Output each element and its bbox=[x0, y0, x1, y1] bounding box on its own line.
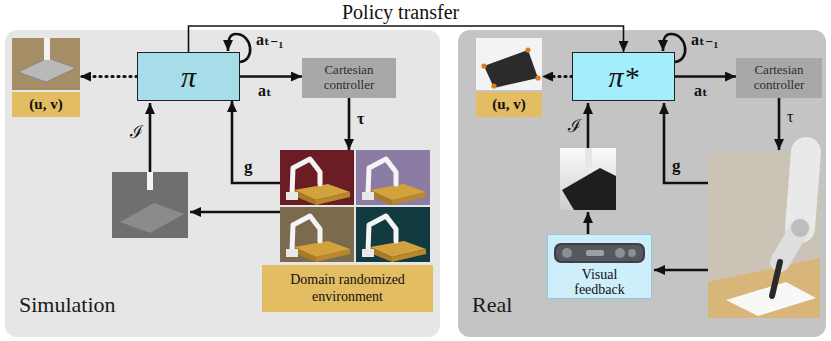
policy-box: π bbox=[137, 52, 240, 101]
label-holder: aₜ₋₁ bbox=[691, 31, 718, 49]
edge-label-holder: Policy transfer bbox=[338, 1, 463, 24]
robot-photo bbox=[708, 152, 820, 318]
label-holder: τ bbox=[787, 108, 793, 126]
uv-label: (u, v) bbox=[29, 96, 62, 113]
edge-label: aₜ bbox=[258, 82, 272, 99]
signal-label: ℐ bbox=[568, 116, 581, 136]
environment-box: Domain randomized environment bbox=[262, 148, 433, 312]
edge-label: aₜ bbox=[694, 82, 708, 99]
connector-arrow bbox=[240, 75, 302, 78]
environment-strip: Domain randomized environment bbox=[262, 265, 433, 312]
controller-box: Cartesian controller bbox=[736, 58, 822, 98]
camera-icon bbox=[552, 239, 647, 267]
panel-title: Real bbox=[472, 292, 512, 317]
visual-feedback-box: Visual feedback bbox=[547, 234, 652, 299]
policy-box: π* bbox=[572, 52, 675, 101]
edge-label: g bbox=[244, 157, 253, 176]
edge-label: τ bbox=[357, 110, 364, 127]
panel-label-holder: Real bbox=[472, 292, 512, 318]
policy-symbol: π bbox=[181, 62, 196, 92]
sim-uv-thumbnail bbox=[12, 38, 80, 90]
real-uv-thumbnail bbox=[476, 38, 542, 90]
label-holder: aₜ₋₁ bbox=[256, 31, 283, 49]
label-holder: ℐ bbox=[130, 122, 143, 143]
connector-arrow bbox=[348, 98, 351, 150]
environment-label: Domain randomized environment bbox=[270, 272, 425, 306]
real-camera-image bbox=[560, 148, 616, 210]
policy-symbol: π* bbox=[608, 62, 638, 92]
edge-label-holder: aₜ bbox=[258, 82, 272, 100]
edge-label-holder: g bbox=[244, 157, 253, 177]
signal-label: ℐ bbox=[130, 122, 143, 142]
signal-label: g bbox=[672, 156, 681, 175]
sim-camera-image bbox=[112, 172, 188, 238]
randomized-environment-images bbox=[280, 150, 430, 262]
uv-strip: (u, v) bbox=[12, 92, 80, 117]
controller-label: Cartesian controller bbox=[744, 63, 814, 93]
edge-label-holder: aₜ bbox=[694, 82, 708, 100]
uv-strip: (u, v) bbox=[476, 92, 542, 117]
edge-label-holder: τ bbox=[357, 110, 364, 128]
edge-label: Policy transfer bbox=[338, 1, 463, 23]
signal-label: τ bbox=[787, 108, 793, 125]
controller-label: Cartesian controller bbox=[310, 63, 388, 93]
label-holder: ℐ bbox=[568, 116, 581, 137]
label-holder: g bbox=[672, 156, 681, 176]
feedback-label-holder: Visual feedback bbox=[548, 267, 651, 298]
connector-arrow bbox=[675, 75, 736, 78]
feedback-label: Visual feedback bbox=[558, 267, 642, 298]
signal-label: aₜ₋₁ bbox=[256, 31, 283, 48]
uv-output: (u, v) bbox=[476, 38, 542, 117]
connector-arrow bbox=[232, 101, 280, 183]
signal-label: aₜ₋₁ bbox=[691, 31, 718, 48]
uv-label: (u, v) bbox=[492, 96, 525, 113]
panel-title: Simulation bbox=[19, 292, 116, 317]
dotted-arrow bbox=[80, 75, 137, 78]
panel-label-holder: Simulation bbox=[19, 292, 116, 318]
connector-arrow bbox=[189, 26, 624, 52]
signal-arrows bbox=[150, 34, 779, 270]
dotted-arrow bbox=[542, 75, 572, 78]
controller-box: Cartesian controller bbox=[302, 58, 396, 98]
simulation-panel: Simulation π (u, v) Cartesian controllerDom… bbox=[5, 30, 440, 337]
uv-output: (u, v) bbox=[12, 38, 80, 117]
